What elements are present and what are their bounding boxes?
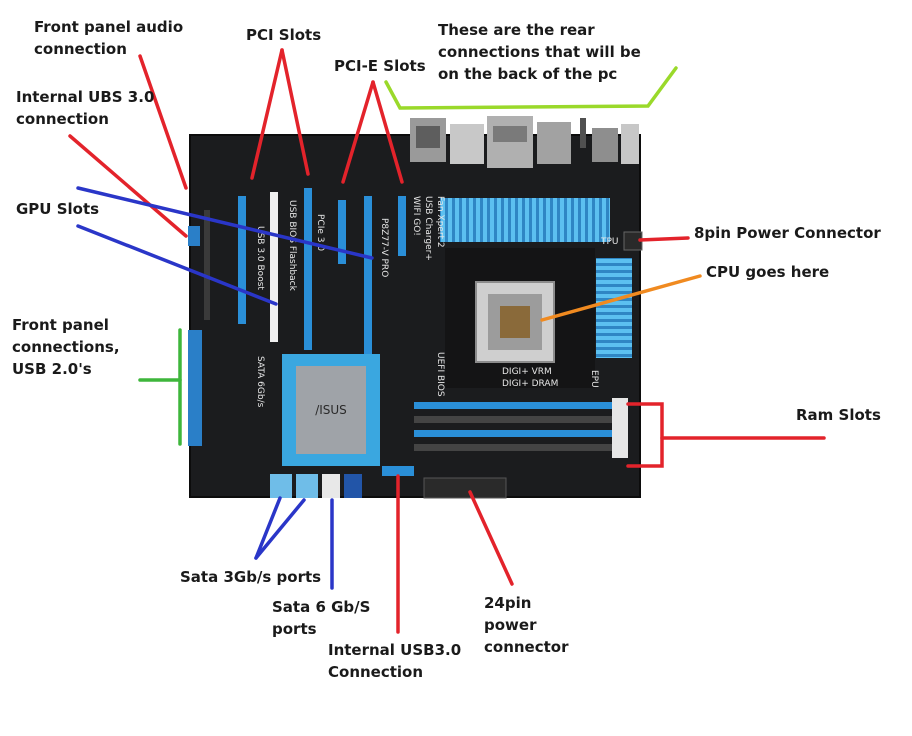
- arrow-usb3-top: [68, 134, 188, 238]
- board-brand-print: /ISUS: [315, 403, 347, 417]
- ram-slot-group: [414, 398, 628, 458]
- expansion-slots: [204, 188, 406, 356]
- vrm-heatsink-right: [596, 258, 632, 358]
- annotation-lines: [68, 48, 826, 634]
- label-gpu-slots: GPU Slots: [16, 200, 100, 218]
- board-print-usb-bios: USB BIOS Flashback: [287, 200, 297, 292]
- sata-port-group: [270, 474, 362, 498]
- board-print-usb30: USB 3.0 Boost: [255, 226, 265, 290]
- label-front-panel: Front panel connections, USB 2.0's: [12, 316, 120, 378]
- board-print-fan-xpert: Fan Xpert 2: [435, 196, 445, 248]
- board-print-sata: SATA 6Gb/s: [255, 356, 265, 408]
- label-internal-usb3-bottom: Internal USB3.0 Connection: [328, 641, 462, 681]
- board-print-epu: EPU: [589, 370, 599, 388]
- arrow-cpu: [540, 274, 702, 322]
- board-print-tpu: TPU: [600, 237, 619, 247]
- usb3-internal-header: [382, 466, 414, 476]
- label-cpu: CPU goes here: [706, 263, 830, 281]
- label-internal-usb3-top: Internal UBS 3.0 connection: [16, 88, 155, 128]
- board-print-digi-dram: DIGI+ DRAM: [502, 379, 558, 389]
- motherboard-board: /ISUS PCIe 3.0 USB BIOS Flashback: [188, 116, 643, 499]
- chipset-heatsink: /ISUS: [282, 354, 380, 466]
- arrow-gpu-2: [76, 224, 278, 306]
- label-rear-connections: These are the rear connections that will…: [438, 21, 641, 83]
- label-8pin-power: 8pin Power Connector: [694, 224, 881, 242]
- board-print-digi-vrm: DIGI+ VRM: [502, 367, 552, 377]
- usb3-top-header: [188, 226, 200, 246]
- board-print-uefi: UEFI BIOS: [435, 352, 445, 397]
- arrow-8pin: [638, 236, 690, 242]
- arrow-pcie-right: [371, 80, 404, 184]
- arrow-gpu-1: [76, 186, 374, 260]
- atx-24pin-connector: [423, 477, 507, 499]
- label-pcie-slots: PCI-E Slots: [334, 57, 426, 75]
- rear-io-ports: [410, 116, 639, 168]
- arrow-pci-left: [250, 48, 284, 180]
- arrow-pci-right: [280, 48, 310, 176]
- board-prints: PCIe 3.0 USB BIOS Flashback USB 3.0 Boos…: [255, 196, 619, 408]
- label-sata6: Sata 6 Gb/S ports: [272, 598, 371, 638]
- cpu-socket: [445, 248, 595, 388]
- bracket-ram: [626, 402, 664, 468]
- board-print-usb-charger: USB Charger+: [423, 196, 433, 261]
- label-24pin-power: 24pin power connector: [484, 594, 569, 656]
- board-print-model: P8Z77-V PRO: [379, 218, 389, 277]
- arrow-sata3-1: [254, 496, 282, 560]
- label-ram-slots: Ram Slots: [796, 406, 881, 424]
- vrm-heatsink-top: [440, 198, 610, 242]
- label-pci-slots: PCI Slots: [246, 26, 322, 44]
- bracket-rear-io: [384, 66, 678, 110]
- label-front-audio: Front panel audio connection: [34, 18, 184, 58]
- board-print-pcie: PCIe 3.0: [315, 214, 325, 251]
- label-sata3: Sata 3Gb/s ports: [180, 568, 322, 586]
- arrow-front-audio: [138, 54, 188, 190]
- arrow-sata3-2: [254, 498, 306, 560]
- front-panel-headers: [188, 330, 202, 446]
- arrow-pcie-left: [341, 80, 375, 184]
- board-print-wifi: WIFI GO!: [411, 196, 421, 236]
- arrow-24pin: [468, 490, 514, 586]
